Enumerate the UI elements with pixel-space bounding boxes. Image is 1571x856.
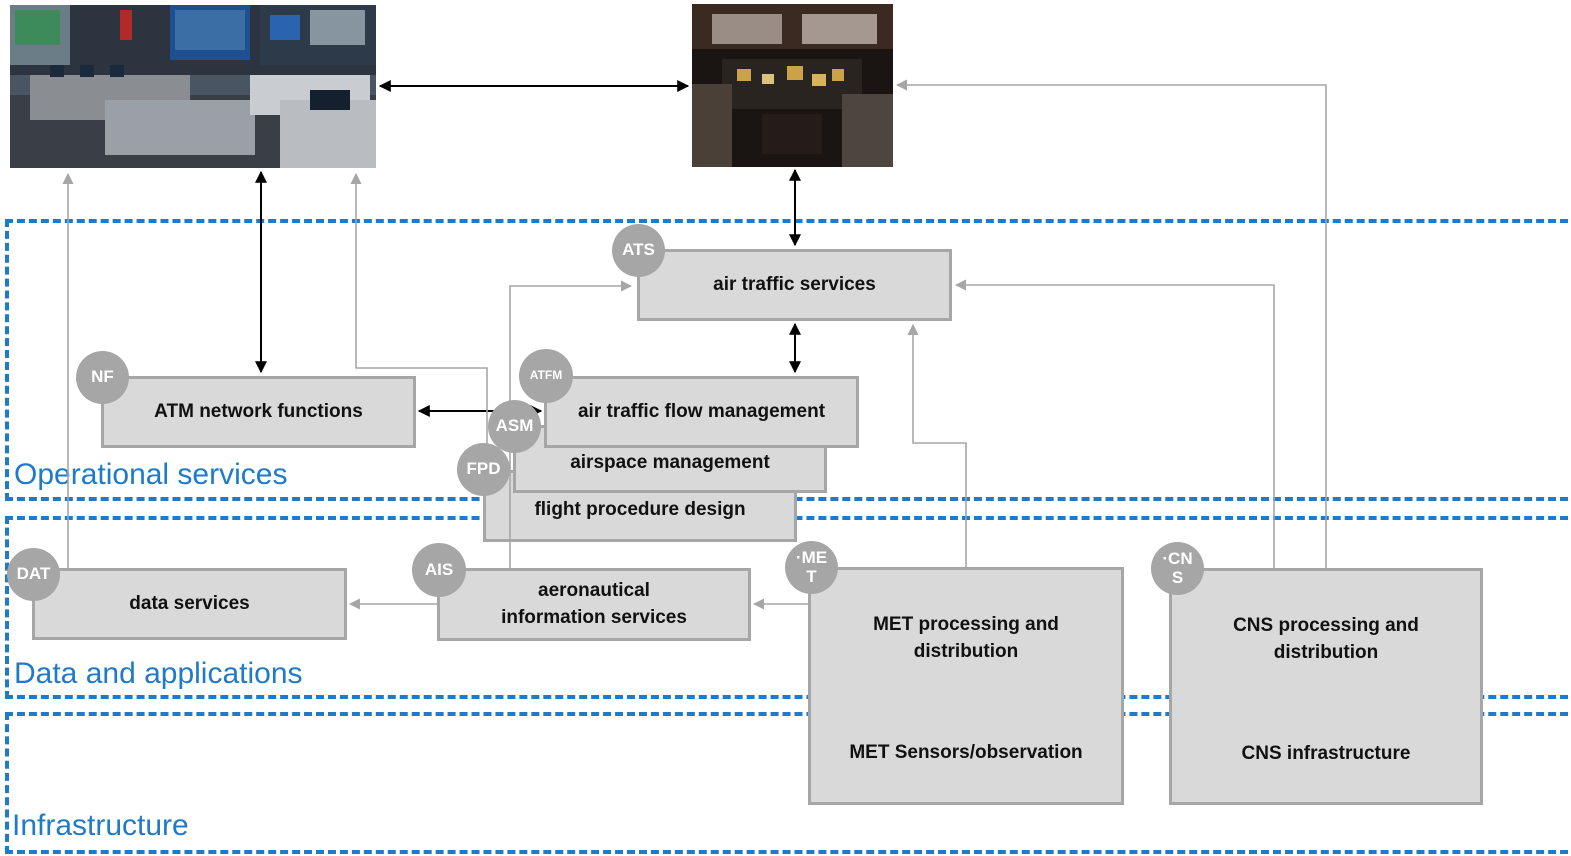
met-sensors-label: MET Sensors/observation: [849, 742, 1083, 763]
aeronautical-information-services-box[interactable]: aeronautical information services: [437, 568, 751, 641]
airspace-management-label: airspace management: [570, 452, 770, 473]
infrastructure-layer: [5, 712, 1571, 854]
met-processing-label: MET processing and distribution: [873, 614, 1059, 662]
cns-infrastructure-label: CNS infrastructure: [1241, 743, 1411, 764]
fpd-badge: FPD: [457, 443, 510, 496]
arrow-cns-cockpit: [895, 79, 1327, 568]
cns-badge: ·CNS: [1151, 542, 1204, 595]
data-and-applications-label: Data and applications: [14, 657, 303, 690]
operational-services-label: Operational services: [14, 458, 288, 491]
arrow-cns-ats: [954, 279, 1275, 568]
cns-processing-label: CNS processing and distribution: [1233, 615, 1419, 663]
cockpit-photo: [692, 4, 893, 167]
atm-network-functions-label: ATM network functions: [154, 400, 363, 422]
infrastructure-label: Infrastructure: [12, 809, 189, 842]
met-box[interactable]: MET processing and distribution MET Sens…: [808, 567, 1124, 805]
dat-badge: DAT: [7, 548, 60, 601]
air-traffic-flow-management-label: air traffic flow management: [577, 400, 826, 422]
air-traffic-services-label: air traffic services: [713, 273, 876, 295]
air-traffic-flow-management-box[interactable]: air traffic flow management: [544, 376, 859, 448]
arrow-fpd-control-room: [350, 172, 488, 470]
met-badge: ·MET: [785, 541, 838, 594]
cns-box[interactable]: CNS processing and distribution CNS infr…: [1169, 568, 1483, 805]
data-services-label: data services: [129, 592, 250, 614]
atfm-badge: ATFM: [519, 349, 573, 403]
ais-badge: AIS: [412, 543, 466, 597]
aeronautical-information-services-label: aeronautical information services: [501, 579, 687, 628]
asm-badge: ASM: [488, 400, 541, 453]
ats-badge: ATS: [612, 224, 665, 277]
arrow-ais-ats: [509, 280, 633, 568]
nf-badge: NF: [76, 351, 129, 404]
arrow-met-ats: [907, 323, 967, 567]
air-traffic-services-box[interactable]: air traffic services: [637, 249, 952, 321]
control-room-photo: [10, 5, 376, 168]
data-services-box[interactable]: data services: [32, 568, 347, 640]
flight-procedure-design-label: flight procedure design: [534, 499, 746, 520]
atm-network-functions-box[interactable]: ATM network functions: [101, 376, 416, 448]
